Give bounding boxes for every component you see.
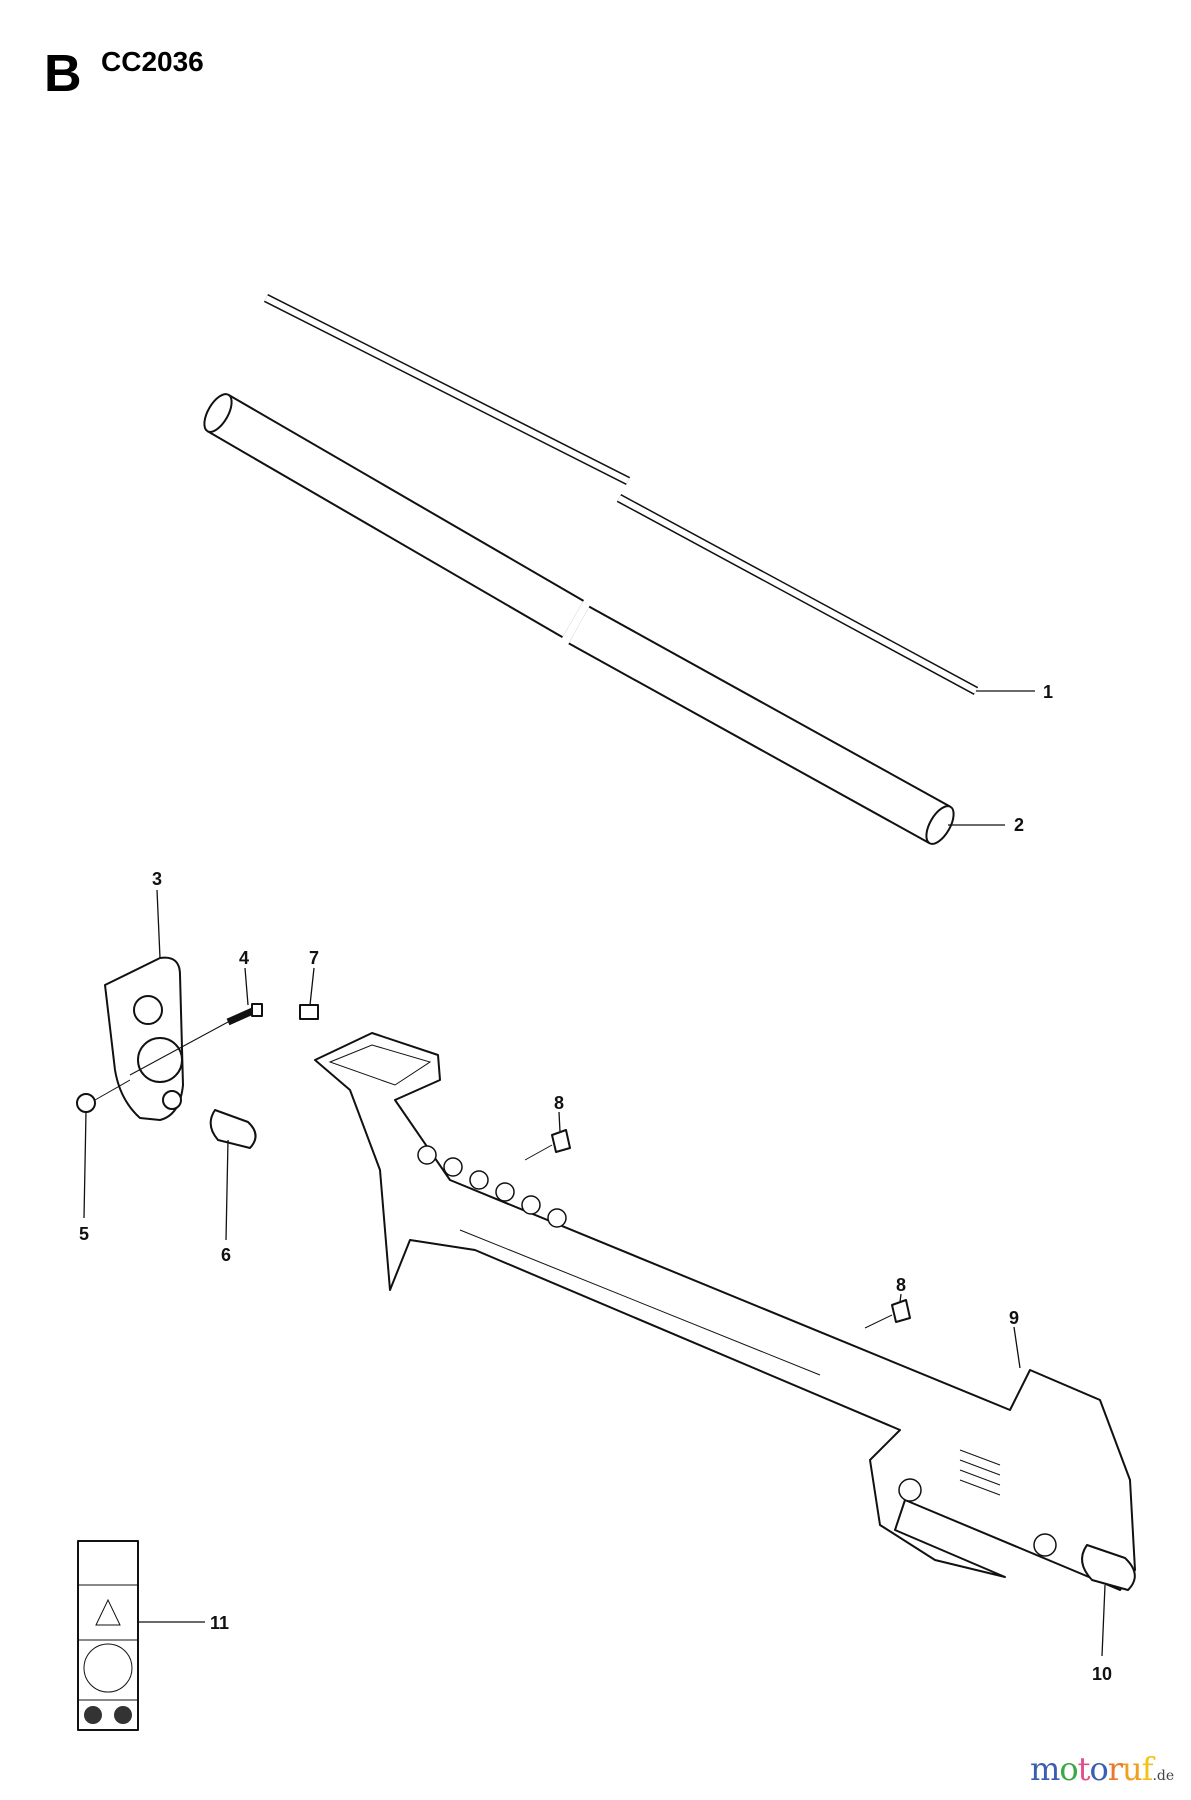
part-square-nut <box>299 1004 319 1020</box>
part-screw <box>129 1003 263 1076</box>
callout-labels: 1 2 3 4 5 6 7 8 8 9 10 11 <box>79 682 1112 1684</box>
part-housing <box>314 1032 1136 1591</box>
callout-1: 1 <box>1043 682 1053 702</box>
model-title: CC2036 <box>101 46 204 77</box>
callout-9: 9 <box>1009 1308 1019 1328</box>
part-shaft-tube <box>203 393 955 845</box>
section-letter: B <box>44 45 82 103</box>
part-clip-8a <box>551 1129 571 1153</box>
callout-5: 5 <box>79 1224 89 1244</box>
callout-10: 10 <box>1092 1664 1112 1684</box>
part-clip-8b <box>891 1299 911 1323</box>
callout-2: 2 <box>1014 815 1024 835</box>
callout-4: 4 <box>239 948 249 968</box>
leader-lines <box>83 690 1106 1657</box>
callout-6: 6 <box>221 1245 231 1265</box>
part-nut <box>76 1093 96 1113</box>
callout-7: 7 <box>309 948 319 968</box>
watermark-logo: motoruf.de <box>1030 1750 1175 1788</box>
part-drive-shaft <box>263 293 979 695</box>
part-handle-bracket <box>104 956 184 1121</box>
callout-11: 11 <box>210 1613 229 1633</box>
callout-3: 3 <box>152 869 162 889</box>
part-decal <box>77 1540 139 1731</box>
callout-8b: 8 <box>896 1275 906 1295</box>
part-end-cap-10 <box>1081 1544 1136 1591</box>
callout-8a: 8 <box>554 1093 564 1113</box>
part-end-cap-6 <box>209 1109 257 1149</box>
